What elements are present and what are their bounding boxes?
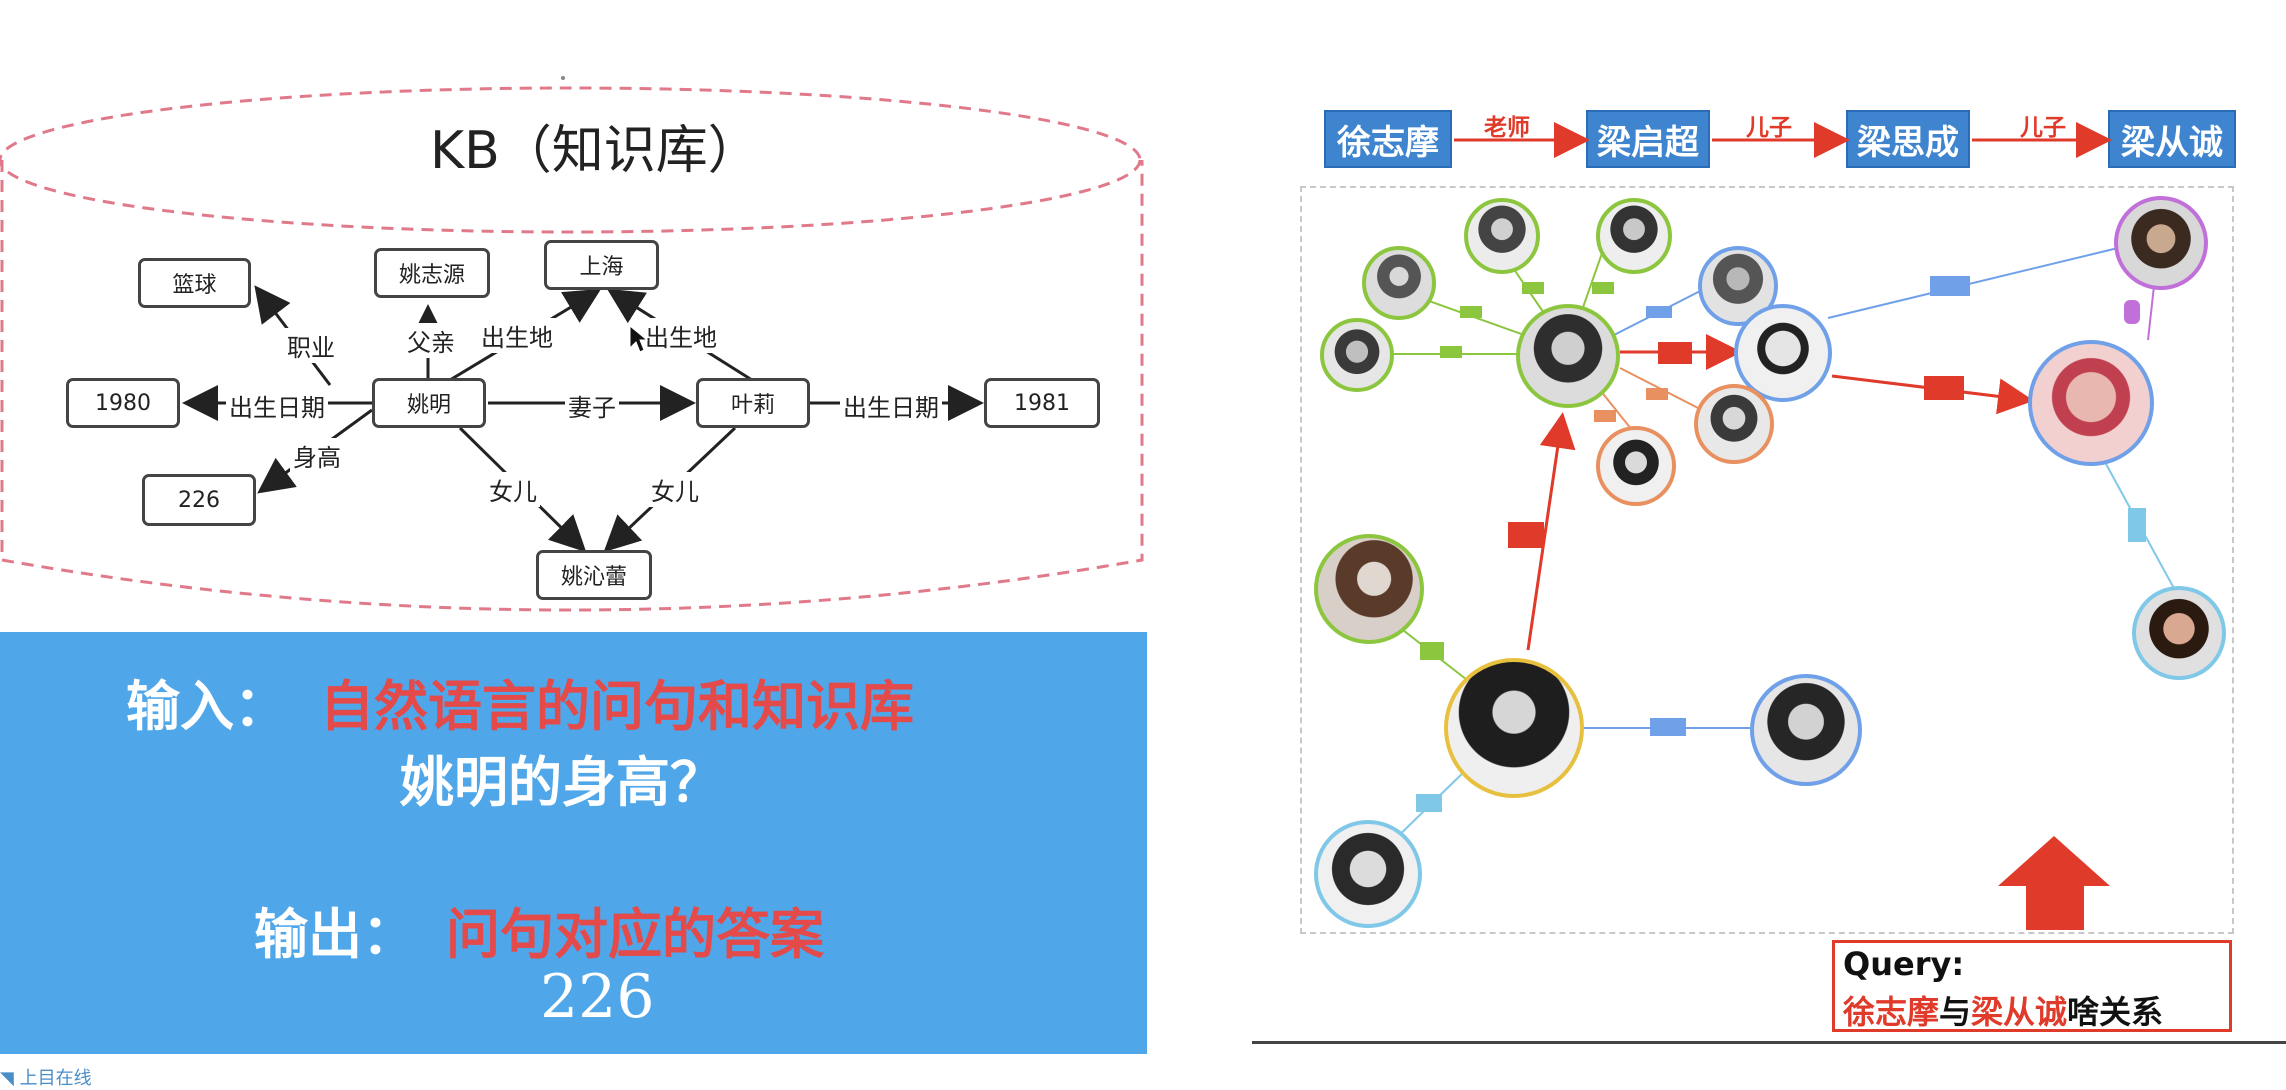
query-box: Query: 徐志摩与梁从诚啥关系	[1832, 940, 2232, 1032]
output-label: 输出：	[254, 902, 416, 966]
kb-cylinder-body	[0, 160, 1144, 612]
avatar-person-2	[1320, 318, 1394, 392]
avatar-person-3	[1464, 198, 1540, 274]
query-title: Query:	[1843, 945, 1965, 983]
bottom-divider	[1252, 1041, 2286, 1044]
avatar-person-11	[1750, 674, 1862, 786]
label-occupation: 职业	[284, 328, 338, 363]
avatar-person-6	[1694, 384, 1774, 464]
avatar-person-12	[1314, 820, 1422, 928]
label-daughter-2: 女儿	[648, 472, 702, 507]
label-daughter-1: 女儿	[486, 472, 540, 507]
avatar-liang-sicheng	[1734, 304, 1832, 402]
chain-node-xu-zhimo: 徐志摩	[1324, 110, 1452, 168]
chain-label-teacher: 老师	[1484, 115, 1530, 141]
question-text: 姚明的身高？	[400, 750, 724, 814]
avatar-person-9	[2132, 586, 2226, 680]
avatar-liang-qichao	[1516, 304, 1620, 408]
node-1980: 1980	[66, 378, 180, 428]
input-label: 输入：	[126, 674, 288, 738]
query-rest: 啥关系	[2067, 993, 2164, 1031]
node-1981: 1981	[984, 378, 1100, 428]
node-226: 226	[142, 474, 256, 526]
kb-title: KB（知识库）	[430, 121, 760, 181]
chain-label-son-1: 儿子	[1746, 115, 1792, 141]
kb-cylinder-top	[0, 86, 1142, 234]
chain-node-liang-sicheng: 梁思成	[1846, 110, 1970, 168]
input-text: 自然语言的问句和知识库	[320, 674, 914, 738]
label-birthplace-2: 出生地	[642, 318, 720, 353]
task-description-panel: 输入： 自然语言的问句和知识库 姚明的身高？ 输出： 问句对应的答案 226	[0, 632, 1147, 1054]
query-name-1: 徐志摩	[1843, 993, 1940, 1031]
avatar-person-4	[1596, 198, 1672, 274]
avatar-person-10	[1314, 534, 1424, 644]
label-birthdate-1: 出生日期	[226, 388, 328, 423]
avatar-xu-zhimo	[1444, 658, 1584, 798]
footer-logo: ◥ 上目在线	[0, 1068, 92, 1089]
node-basketball: 篮球	[138, 258, 251, 308]
node-yao-zhiyuan: 姚志源	[374, 248, 490, 298]
label-birthplace-1: 出生地	[478, 318, 556, 353]
logo-icon: ◥	[0, 1068, 14, 1089]
output-text: 问句对应的答案	[446, 902, 824, 966]
chain-node-liang-qichao: 梁启超	[1586, 110, 1710, 168]
kb-diagram-edges	[0, 76, 1144, 612]
node-yao-qinlei: 姚沁蕾	[536, 550, 652, 600]
avatar-person-8	[2114, 196, 2208, 290]
label-father: 父亲	[404, 323, 458, 358]
label-wife: 妻子	[565, 388, 619, 423]
knowledge-graph-frame	[1300, 186, 2234, 934]
query-text: 徐志摩与梁从诚啥关系	[1843, 987, 2163, 1033]
node-ye-li: 叶莉	[696, 378, 810, 428]
label-height: 身高	[290, 438, 344, 473]
node-yao-ming: 姚明	[372, 378, 486, 428]
mouse-cursor-icon	[629, 324, 648, 353]
avatar-person-1	[1362, 246, 1436, 320]
chain-node-liang-congcheng: 梁从诚	[2108, 110, 2236, 168]
node-shanghai: 上海	[544, 240, 659, 290]
query-connector: 与	[1939, 993, 1972, 1031]
answer-text: 226	[540, 962, 655, 1032]
chain-label-son-2: 儿子	[2020, 115, 2066, 141]
avatar-person-7	[1596, 426, 1676, 506]
label-birthdate-2: 出生日期	[840, 388, 942, 423]
query-name-2: 梁从诚	[1971, 993, 2068, 1031]
avatar-liang-congcheng	[2028, 340, 2154, 466]
